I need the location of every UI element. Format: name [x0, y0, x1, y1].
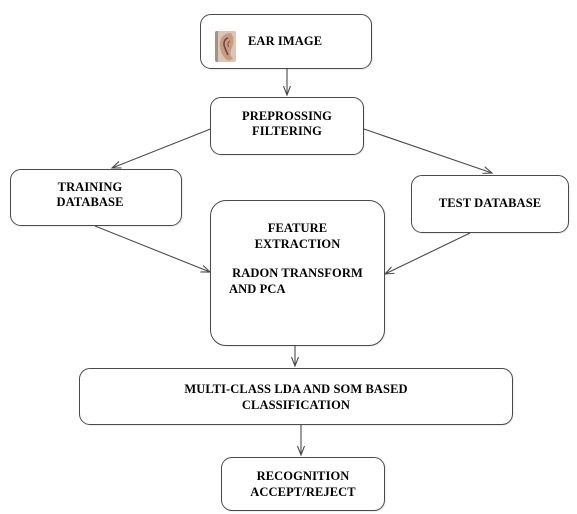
preprocessing-label-line1: PREPROSSING	[241, 109, 332, 123]
training-database-box	[10, 169, 182, 226]
feature-extraction-label-line4: AND PCA	[229, 282, 286, 296]
ear-photo-icon	[215, 31, 236, 62]
arrow-preprocessing-to-training	[112, 127, 214, 168]
test-database-label: TEST DATABASE	[438, 196, 542, 210]
classification-label-line1: MULTI-CLASS LDA AND SOM BASED	[184, 382, 408, 396]
recognition-label-line2: ACCEPT/REJECT	[250, 485, 356, 499]
test-database-box	[411, 175, 569, 233]
recognition-label-line1: RECOGNITION	[256, 469, 350, 483]
recognition-box	[221, 457, 385, 511]
arrow-preprocessing-to-test	[360, 127, 492, 173]
ear-image-label: EAR IMAGE	[248, 34, 323, 48]
classification-box	[79, 368, 513, 425]
feature-extraction-label-line3: RADON TRANSFORM	[232, 266, 363, 280]
arrow-training-to-feature	[94, 225, 210, 272]
training-database-label-line2: DATABASE	[56, 195, 124, 209]
preprocessing-box	[210, 97, 364, 155]
preprocessing-label-line2: FILTERING	[252, 124, 322, 138]
feature-extraction-box	[210, 200, 385, 346]
training-database-label-line1: TRAINING	[57, 180, 123, 194]
feature-extraction-label-line1: FEATURE	[267, 221, 328, 235]
arrow-test-to-feature	[385, 232, 471, 274]
classification-label-line2: CLASSIFICATION	[241, 398, 351, 412]
feature-extraction-label-line2: EXTRACTION	[254, 237, 341, 251]
